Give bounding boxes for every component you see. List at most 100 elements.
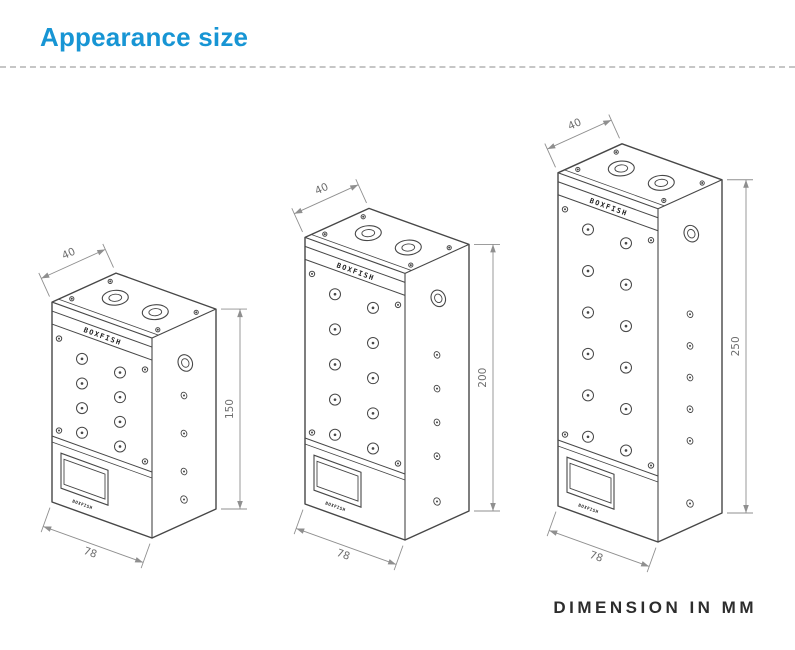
page-title: Appearance size — [40, 22, 249, 52]
dimensions-reservoir-200: 40 78 200 — [291, 179, 500, 571]
display-window-inner — [63, 458, 106, 500]
side-hole-center — [689, 502, 691, 505]
side-port-icon-inner — [434, 293, 443, 304]
screw-hole-center — [195, 311, 198, 314]
dashed-separator — [0, 66, 795, 68]
screw-hole-center — [371, 376, 375, 380]
screw-hole-center — [624, 407, 628, 411]
dimension-arrow — [41, 272, 50, 279]
screw-hole-center — [586, 311, 590, 314]
screw-hole-center — [586, 269, 590, 273]
screw-hole-center — [144, 368, 146, 371]
brand-label-bottom: BOXFISH — [325, 500, 347, 512]
height-dim-label: 150 — [224, 399, 236, 419]
dimension-arrow — [96, 249, 106, 256]
dimension-arrow — [134, 557, 144, 563]
side-hole-center — [689, 439, 691, 442]
screw-hole-center — [448, 246, 451, 249]
height-dim-label: 200 — [477, 368, 489, 388]
side-hole-center — [436, 455, 438, 458]
dimension-arrow — [43, 526, 52, 532]
height-dim-label: 250 — [730, 336, 742, 356]
screw-hole-center — [615, 151, 618, 154]
screw-hole-center — [311, 431, 313, 434]
dimension-arrow — [549, 530, 558, 536]
screw-hole-center — [586, 435, 590, 439]
top-port-icon — [607, 160, 635, 177]
side-port-icon — [430, 289, 447, 308]
brand-label-bottom: BOXFISH — [578, 502, 600, 514]
dimension-arrow — [743, 179, 749, 188]
side-hole-center — [689, 344, 691, 347]
screw-hole-center — [371, 447, 375, 450]
brand-label-bottom: BOXFISH — [72, 498, 94, 510]
top-port-icon-inner — [148, 308, 163, 317]
dimension-arrow — [743, 505, 749, 513]
side-hole-center — [436, 353, 438, 356]
dimension-arrow — [296, 528, 305, 534]
screw-hole-center — [409, 264, 412, 267]
top-port-icon-inner — [614, 164, 629, 173]
screw-hole-center — [586, 394, 590, 397]
screw-hole-center — [701, 182, 704, 185]
screw-hole-center — [662, 199, 665, 202]
screw-hole-center — [564, 433, 566, 436]
screw-hole-center — [80, 357, 84, 361]
screw-hole-center — [144, 460, 146, 463]
screw-hole-center — [109, 280, 112, 283]
dimension-arrow — [237, 309, 243, 318]
screw-hole-center — [311, 272, 313, 275]
display-window-inner — [569, 462, 612, 504]
top-port-icon-inner — [401, 243, 416, 252]
dimension-arrow — [547, 143, 556, 150]
top-port-icon — [394, 239, 422, 256]
side-hole-center — [183, 432, 185, 435]
screw-hole-center — [624, 241, 628, 245]
screw-hole-center — [397, 462, 399, 465]
screw-hole-center — [333, 363, 337, 366]
screw-hole-center — [333, 433, 337, 437]
screw-hole-center — [80, 431, 84, 435]
screw-hole-center — [624, 283, 628, 286]
dimension-arrow — [237, 501, 243, 509]
screw-hole-center — [624, 366, 628, 369]
screw-hole-center — [80, 382, 84, 385]
screw-hole-center — [586, 228, 590, 231]
dimension-arrow — [349, 184, 359, 191]
side-hole-center — [436, 387, 438, 390]
depth-dim-label: 78 — [335, 547, 352, 563]
screw-hole-center — [564, 208, 566, 211]
depth-dim-label: 78 — [588, 549, 605, 565]
dimension-unit-note: DIMENSION IN MM — [553, 598, 757, 617]
screw-hole-center — [650, 239, 652, 242]
display-window-inner — [316, 460, 359, 502]
top-port-icon — [354, 225, 382, 242]
screw-hole-center — [80, 406, 84, 410]
screw-hole-center — [118, 395, 122, 399]
screw-hole-center — [333, 398, 337, 401]
dimension-arrow — [490, 244, 496, 253]
width-dim-label: 40 — [313, 181, 330, 197]
side-port-icon-inner — [181, 358, 190, 368]
side-port-icon — [177, 354, 194, 372]
screw-hole-center — [371, 412, 375, 415]
screw-hole-center — [323, 233, 326, 236]
side-port-icon — [683, 224, 700, 243]
screw-hole-center — [70, 297, 73, 300]
side-hole-center — [183, 470, 185, 473]
dimension-arrow — [490, 503, 496, 511]
dimension-arrow — [294, 207, 303, 214]
side-hole-center — [689, 313, 691, 316]
top-port-icon-inner — [654, 178, 669, 187]
top-port-icon-inner — [361, 229, 376, 238]
screw-hole-center — [333, 292, 337, 296]
side-port-icon-inner — [687, 228, 696, 239]
screw-hole-center — [362, 215, 365, 218]
screw-hole-center — [624, 324, 628, 328]
screw-hole-center — [58, 337, 60, 340]
screw-hole-center — [118, 371, 122, 374]
side-hole-center — [436, 500, 438, 503]
screw-hole-center — [333, 328, 337, 331]
